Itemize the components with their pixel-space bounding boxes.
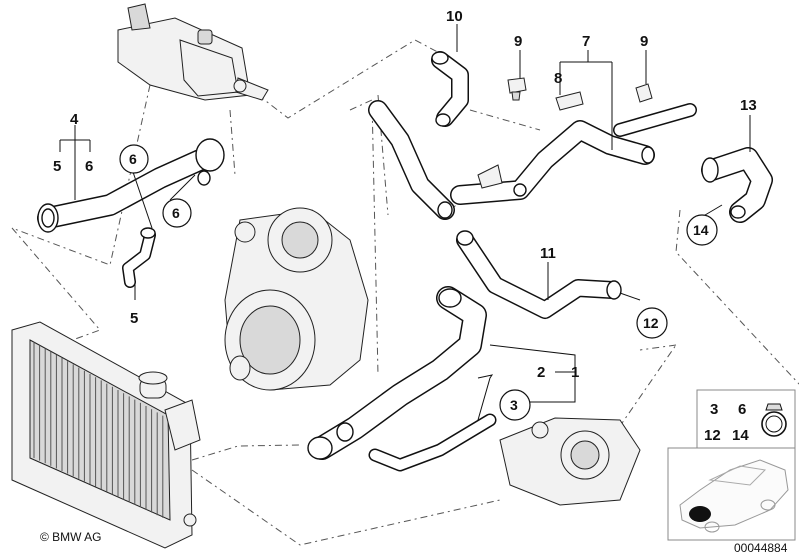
inset-label-14: 14 (732, 427, 749, 444)
callout-12-circled: 12 (643, 315, 659, 331)
hoses (37, 51, 773, 472)
callout-labels: 4 5 6 5 6 6 10 9 7 8 9 13 14 11 12 2 1 3 (53, 8, 757, 421)
callout-6-circled-a: 6 (129, 151, 137, 167)
water-pump (224, 207, 369, 391)
inset-label-3: 3 (710, 401, 718, 418)
inset-label-12: 12 (704, 427, 721, 444)
inset-label-6: 6 (738, 401, 746, 418)
callout-7: 7 (582, 33, 590, 50)
callout-9-left: 9 (514, 33, 522, 50)
callout-1: 1 (571, 364, 579, 381)
callout-11: 11 (540, 245, 556, 262)
clamps (37, 51, 746, 460)
image-number: 00044884 (734, 541, 788, 555)
expansion-tank (117, 3, 269, 101)
hose-clamp-icon (761, 403, 787, 437)
thermostat-housing (499, 417, 641, 506)
callout-13: 13 (740, 97, 757, 114)
callout-10: 10 (446, 8, 463, 25)
callout-14-circled: 14 (693, 222, 709, 238)
callout-5-upper: 5 (53, 158, 61, 175)
callout-2: 2 (537, 364, 545, 381)
callout-4: 4 (70, 111, 79, 128)
callout-8: 8 (554, 70, 562, 87)
radiator (11, 321, 201, 549)
callout-5-lower: 5 (130, 310, 138, 327)
engine-location-marker-icon (689, 506, 711, 522)
copyright-text: © BMW AG (40, 530, 102, 544)
callout-9-right: 9 (640, 33, 648, 50)
clamp-legend-inset: 3 6 12 14 (696, 389, 796, 449)
callout-6-circled-b: 6 (172, 205, 180, 221)
car-location-inset (667, 447, 796, 541)
callout-3-circled: 3 (510, 397, 518, 413)
callout-6-upper: 6 (85, 158, 93, 175)
